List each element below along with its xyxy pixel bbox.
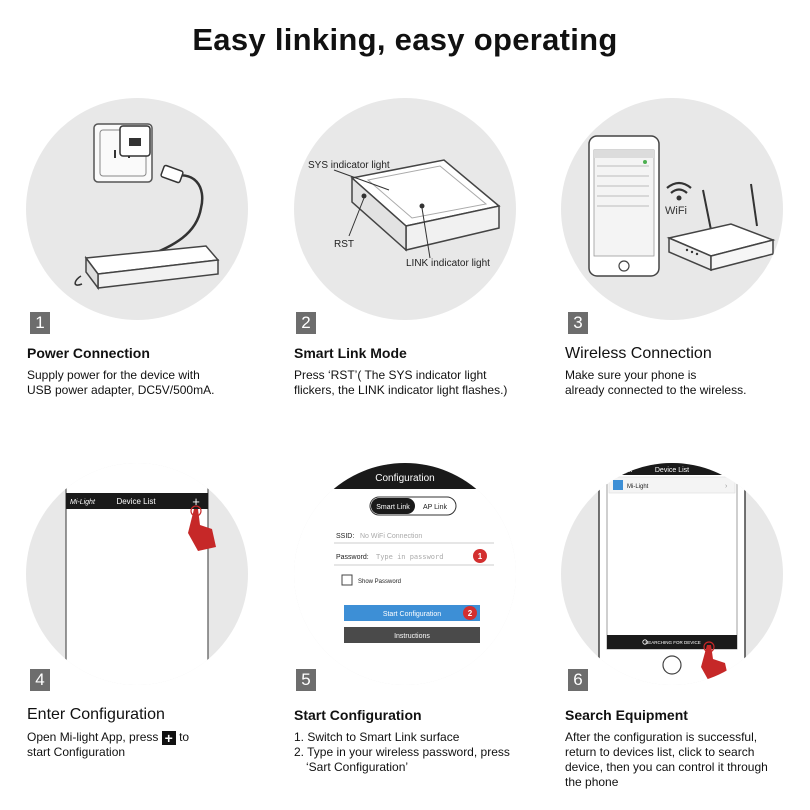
step-6-desc: After the configuration is successful, r… (565, 730, 768, 789)
step-2-illustration: SYS indicator light RST LINK indicator l… (294, 98, 516, 320)
step-3-desc: Make sure your phone is already connecte… (565, 368, 747, 397)
wifi-label: WiFi (665, 205, 687, 217)
step-4-number: 4 (30, 669, 50, 691)
step-1-desc: Supply power for the device with USB pow… (27, 368, 215, 397)
step-5-desc: 1. Switch to Smart Link surface 2. Type … (294, 730, 510, 774)
configuration-header: Configuration (375, 473, 434, 484)
hand-pointer-icon (188, 505, 216, 551)
chevron-right-icon: › (725, 483, 728, 490)
step-1-number: 1 (30, 312, 50, 334)
step-5-title: Start Configuration (294, 707, 422, 723)
ssid-label: SSID: (336, 533, 354, 540)
marker-1: 1 (478, 552, 483, 561)
step-5-number: 5 (296, 669, 316, 691)
add-device-button[interactable]: + (192, 494, 200, 509)
step-3-title: Wireless Connection (565, 345, 712, 362)
password-input[interactable]: Type in password (376, 553, 443, 561)
start-configuration-button[interactable]: Start Configuration (383, 611, 441, 618)
device-list-item[interactable]: Mi-Light (627, 484, 649, 490)
app-logo: Mi-Light (70, 499, 96, 506)
hand-pointer-icon-6 (701, 641, 729, 685)
sys-indicator-label: SYS indicator light (308, 160, 390, 171)
device-list-header-6: Device List (655, 467, 689, 474)
step-4-title: Enter Configuration (27, 706, 165, 723)
tab-smart-link[interactable]: Smart Link (376, 504, 410, 511)
step-6-illustration: Mi-Light Device List Mi-Light › SEARCHIN… (561, 463, 783, 685)
marker-2: 2 (468, 609, 473, 618)
step-3-illustration: WiFi (561, 98, 783, 320)
step-3-number: 3 (568, 312, 588, 334)
step-4-desc: Open Mi-light App, press + to start Conf… (27, 730, 190, 759)
step-4-illustration: Mi-Light Device List + (26, 463, 248, 685)
instructions-button[interactable]: Instructions (394, 633, 430, 640)
step-6-number: 6 (568, 669, 588, 691)
step-2-title: Smart Link Mode (294, 345, 407, 361)
link-indicator-label: LINK indicator light (406, 258, 490, 269)
step-1-title: Power Connection (27, 345, 150, 361)
step-6-title: Search Equipment (565, 707, 688, 723)
password-label: Password: (336, 554, 369, 561)
tab-ap-link[interactable]: AP Link (423, 504, 447, 511)
search-device-button[interactable]: SEARCHING FOR DEVICE (645, 640, 701, 645)
rst-label: RST (334, 239, 354, 250)
ssid-value: No WiFi Connection (360, 533, 422, 540)
step-2-number: 2 (296, 312, 316, 334)
plus-icon: + (161, 731, 176, 745)
app-logo-6: Mi-Light (611, 468, 633, 474)
step-5-illustration: Configuration Smart Link AP Link SSID: N… (294, 463, 516, 685)
step-1-illustration (26, 98, 248, 320)
device-list-header: Device List (116, 497, 156, 506)
show-password-label: Show Password (358, 579, 401, 585)
page-title: Easy linking, easy operating (192, 22, 618, 57)
step-2-desc: Press ‘RST’( The SYS indicator light fli… (294, 368, 508, 397)
